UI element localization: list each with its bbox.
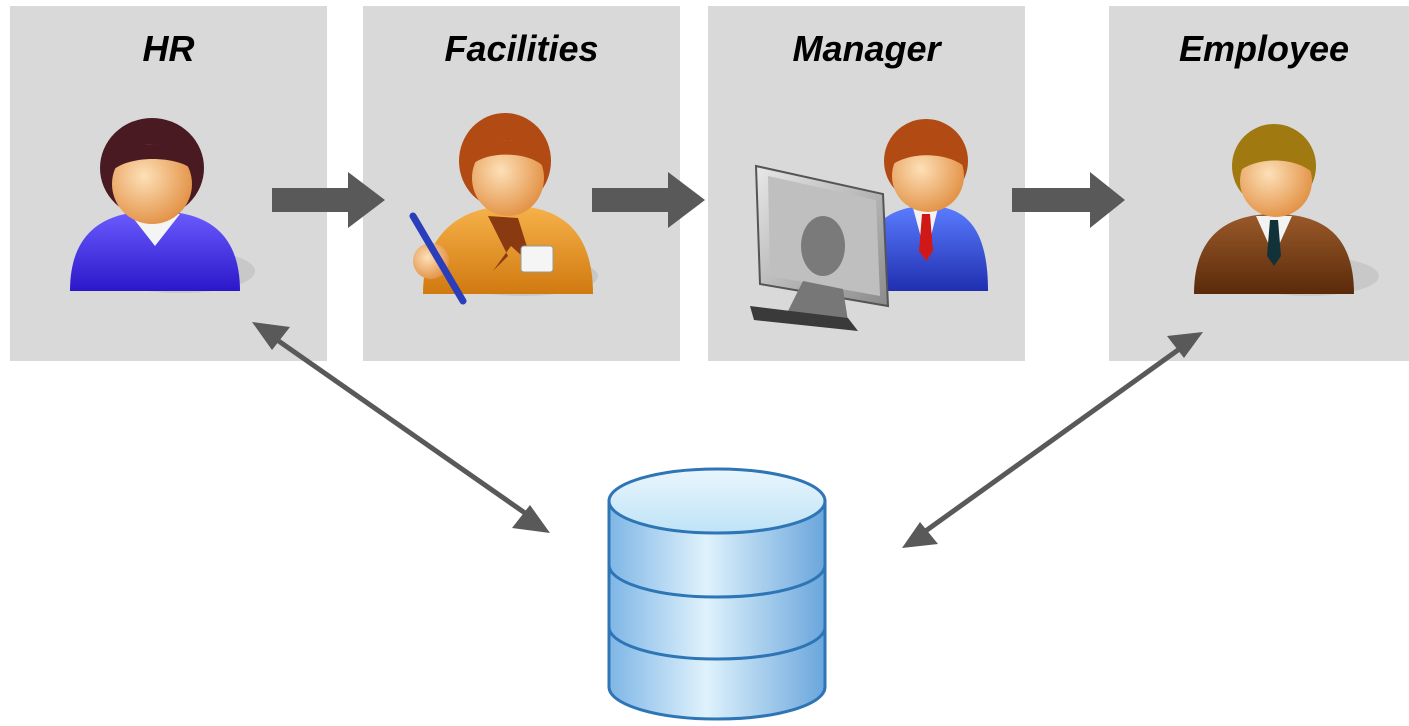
arrow-employee-database [902,332,1203,548]
manager-at-computer-icon [750,119,988,331]
role-title-facilities: Facilities [444,28,599,69]
role-title-hr: HR [142,28,195,69]
database-cylinder-icon [607,467,827,721]
hr-person-icon [70,118,255,293]
role-panel-facilities: Facilities [363,6,680,361]
role-panel-employee: Employee [1109,6,1409,361]
employee-person-icon [1194,124,1379,296]
role-title-employee: Employee [1178,28,1350,69]
role-panel-manager: Manager [708,6,1025,361]
role-title-manager: Manager [792,28,941,69]
role-panel-hr: HR [10,6,327,361]
facilities-person-icon [409,113,598,305]
